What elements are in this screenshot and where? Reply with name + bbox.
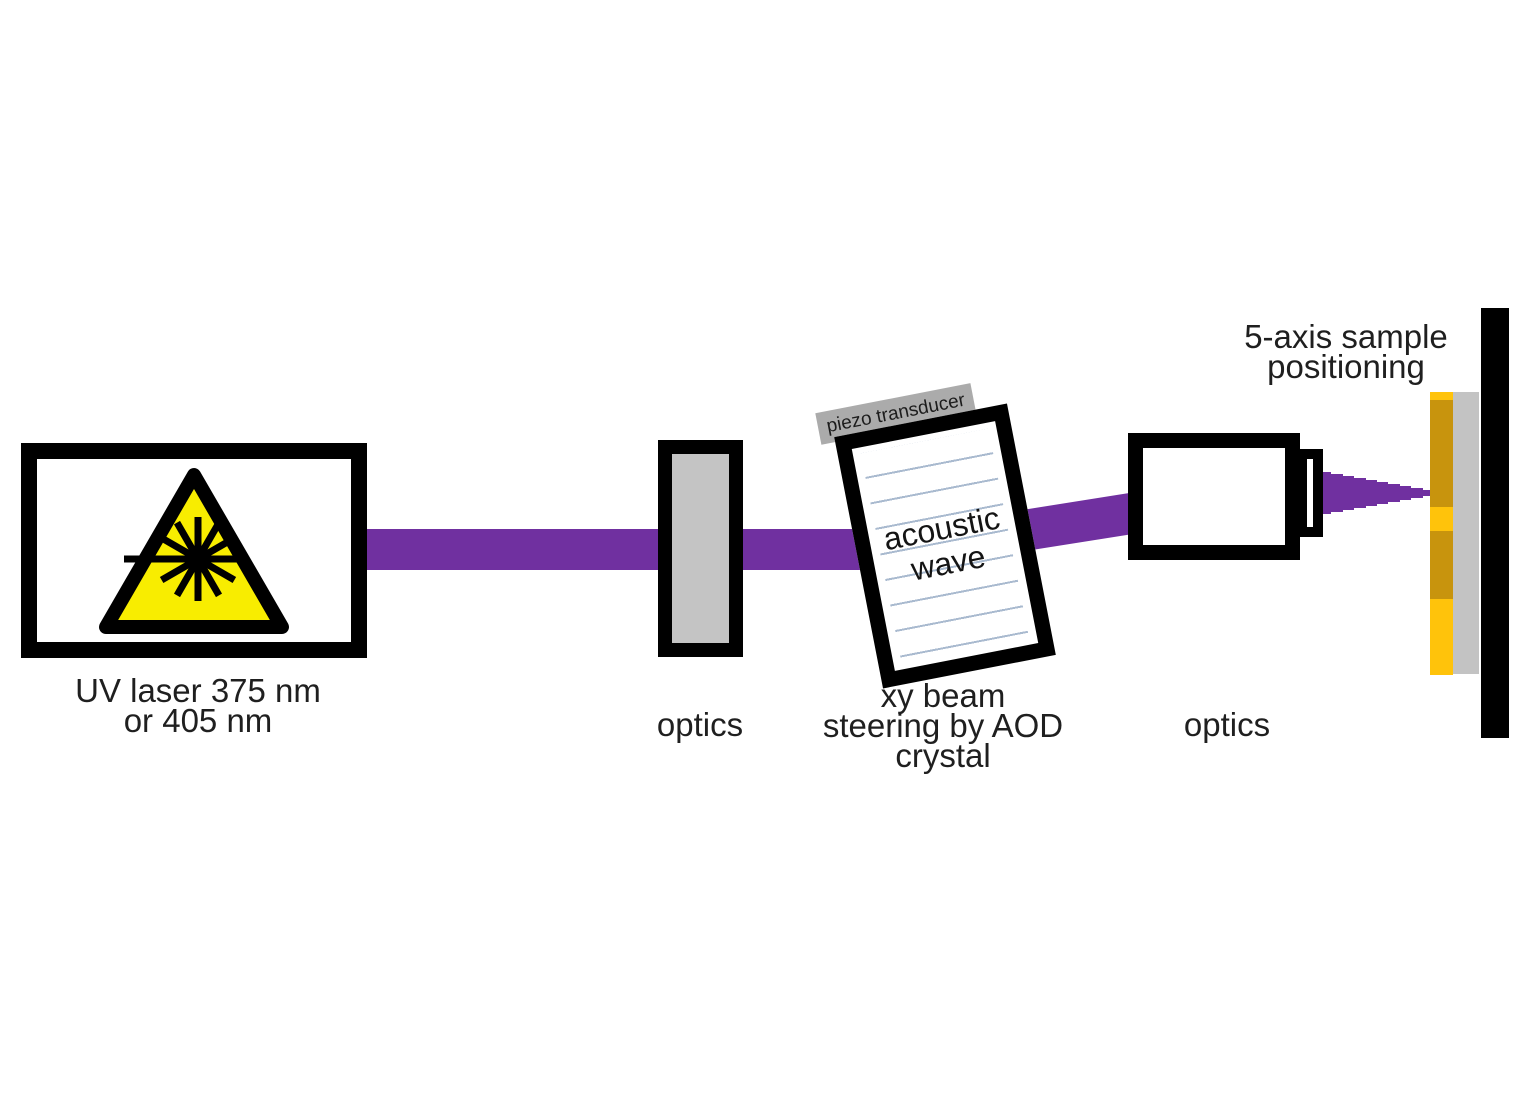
sample-layer-unexposed xyxy=(1430,400,1453,507)
sample-layer-exposed xyxy=(1430,507,1453,531)
laser-label-line1: UV laser 375 nm xyxy=(75,672,321,709)
laser-warning-icon xyxy=(99,467,289,634)
sample-layer-exposed xyxy=(1430,599,1453,675)
sample-layer-unexposed xyxy=(1430,531,1453,599)
optics2-label: optics xyxy=(1183,706,1271,743)
focused-beam-cone xyxy=(1320,472,1434,514)
laser-label-line2: or 405 nm xyxy=(123,702,273,739)
aod-label-line2: steering by AOD xyxy=(822,707,1064,744)
sample-stage-label: 5-axis sample positioning xyxy=(1196,318,1496,385)
sample-layers xyxy=(1430,392,1453,675)
aod-label-line1: xy beam xyxy=(880,677,1006,714)
optics-element-1 xyxy=(658,440,743,657)
sample-stage-label-line1: 5-axis sample xyxy=(1244,318,1448,355)
aod-label: xy beam steering by AOD crystal xyxy=(793,677,1093,774)
laser-beam-horizontal xyxy=(355,529,947,570)
aod-crystal-assembly: piezo transducer acoustic wave xyxy=(815,383,1056,689)
acoustic-wave-caption: acoustic wave xyxy=(852,421,1038,671)
optics-element-2 xyxy=(1128,433,1300,560)
sample-backing-plate xyxy=(1452,392,1479,674)
uv-laser-housing xyxy=(21,443,367,658)
optics1-label: optics xyxy=(656,706,744,743)
sample-mount-bar xyxy=(1481,308,1509,738)
aod-crystal: acoustic wave xyxy=(834,403,1056,689)
lens-nozzle xyxy=(1297,449,1323,537)
laser-label: UV laser 375 nm or 405 nm xyxy=(21,672,375,739)
sample-stage-label-line2: positioning xyxy=(1267,348,1425,385)
sample-layer-exposed xyxy=(1430,392,1453,400)
aod-label-line3: crystal xyxy=(895,737,991,774)
